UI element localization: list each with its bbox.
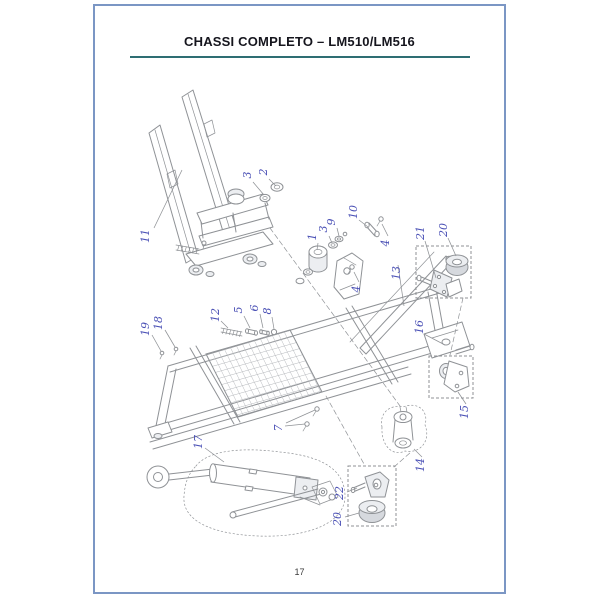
callout-leader xyxy=(346,487,358,493)
callout-leader xyxy=(243,315,251,329)
callout-leader xyxy=(204,447,225,463)
callout-leader xyxy=(284,423,306,427)
mesh-platform xyxy=(205,329,323,418)
bracket-box-right xyxy=(428,355,474,399)
callout-22: 22 xyxy=(333,486,346,501)
callout-leader xyxy=(344,512,360,518)
callout-leader xyxy=(457,391,467,405)
callout-16: 16 xyxy=(413,320,426,334)
callout-7: 7 xyxy=(272,425,285,432)
callout-6: 6 xyxy=(248,305,261,312)
callout-leader xyxy=(397,264,405,307)
callout-4: 4 xyxy=(350,286,363,294)
callout-leader xyxy=(268,178,277,187)
callout-leader xyxy=(259,313,264,329)
callout-leader xyxy=(285,409,316,424)
callout-leader xyxy=(252,181,265,196)
chassis-frame xyxy=(147,283,475,450)
callout-15: 15 xyxy=(458,405,471,419)
callout-leader xyxy=(447,237,457,257)
pivot-bushing-cluster xyxy=(295,216,384,300)
callout-leader xyxy=(413,448,423,458)
callout-19: 19 xyxy=(139,322,152,336)
callout-17: 17 xyxy=(192,435,205,449)
callout-leader xyxy=(336,227,340,237)
callout-18: 18 xyxy=(152,316,165,330)
hydraulic-pump-assembly xyxy=(146,449,346,537)
roller-axle-box-top xyxy=(415,245,472,299)
callout-leader xyxy=(164,329,176,348)
callout-12: 12 xyxy=(209,308,222,322)
title-rule xyxy=(130,56,470,58)
callout-4: 4 xyxy=(379,240,392,248)
callout-8: 8 xyxy=(261,308,274,315)
fork-assembly xyxy=(148,89,274,277)
callout-leader xyxy=(316,242,319,251)
callout-leader xyxy=(358,219,369,228)
callout-leader xyxy=(424,240,437,279)
callout-13: 13 xyxy=(390,266,403,280)
callout-leader xyxy=(151,334,162,352)
callout-5: 5 xyxy=(232,307,245,314)
steering-knuckle xyxy=(381,404,428,453)
callout-leader xyxy=(328,235,333,244)
callout-leader xyxy=(423,333,446,346)
callout-21: 21 xyxy=(414,226,427,241)
callout-9: 9 xyxy=(325,219,338,226)
wheel-box-bottom xyxy=(347,465,397,527)
callout-leader xyxy=(381,223,389,237)
callout-3: 3 xyxy=(241,172,254,179)
callout-leader xyxy=(353,271,360,283)
callout-1: 1 xyxy=(306,234,319,241)
page-title: CHASSI COMPLETO – LM510/LM516 xyxy=(184,34,415,49)
callout-leader xyxy=(271,316,275,330)
callout-10: 10 xyxy=(347,205,360,219)
fork-fasteners xyxy=(175,182,284,255)
callout-3: 3 xyxy=(317,226,330,233)
callout-leader xyxy=(220,320,229,329)
page-number: 17 xyxy=(294,567,305,577)
callout-20: 20 xyxy=(331,512,344,527)
construction-lines xyxy=(269,227,464,468)
callout-20: 20 xyxy=(437,223,450,238)
callout-2: 2 xyxy=(257,169,270,177)
callout-leader xyxy=(153,169,183,229)
callout-11: 11 xyxy=(139,229,152,243)
callout-14: 14 xyxy=(414,458,427,472)
